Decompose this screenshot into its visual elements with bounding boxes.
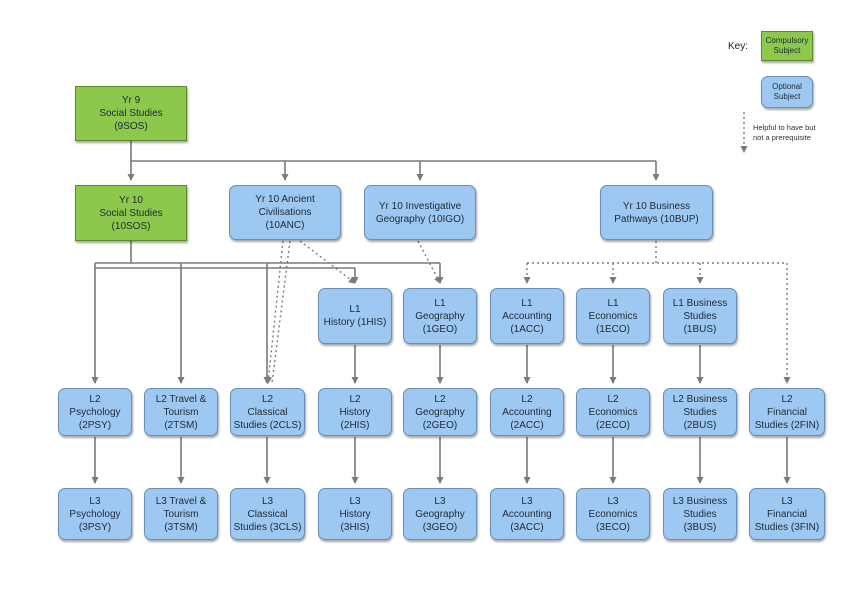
key-optional-swatch: Optional Subject <box>761 76 813 108</box>
dotted-10bup-trunk <box>527 241 787 264</box>
node-yr10-business-pathways: Yr 10 Business Pathways (10BUP) <box>600 185 713 240</box>
node-l3-financial-studies: L3 Financial Studies (3FIN) <box>749 488 825 540</box>
node-yr9-social-studies: Yr 9 Social Studies (9SOS) <box>75 86 187 141</box>
node-l2-travel-tourism: L2 Travel & Tourism (2TSM) <box>144 388 218 436</box>
node-l1-economics: L1 Economics (1ECO) <box>576 288 650 344</box>
node-l2-economics: L2 Economics (2ECO) <box>576 388 650 436</box>
node-l3-business-studies: L3 Business Studies (3BUS) <box>663 488 737 540</box>
node-l2-history: L2 History (2HIS) <box>318 388 392 436</box>
dotted-10anc-l2cls-a <box>265 240 284 384</box>
node-l2-geography: L2 Geography (2GEO) <box>403 388 477 436</box>
node-l3-travel-tourism: L3 Travel & Tourism (3TSM) <box>144 488 218 540</box>
node-l3-geography: L3 Geography (3GEO) <box>403 488 477 540</box>
node-l3-accounting: L3 Accounting (3ACC) <box>490 488 564 540</box>
dotted-10igo-l1geo <box>417 240 441 284</box>
dotted-10anc-l2cls-b <box>271 240 291 384</box>
node-l1-business-studies: L1 Business Studies (1BUS) <box>663 288 737 344</box>
node-l2-financial-studies: L2 Financial Studies (2FIN) <box>749 388 825 436</box>
node-l1-history: L1 History (1HIS) <box>318 288 392 344</box>
node-l1-geography: L1 Geography (1GEO) <box>403 288 477 344</box>
dotted-10anc-l1his <box>299 240 356 284</box>
node-yr10-social-studies: Yr 10 Social Studies (10SOS) <box>75 185 187 241</box>
node-l3-economics: L3 Economics (3ECO) <box>576 488 650 540</box>
node-l1-accounting: L1 Accounting (1ACC) <box>490 288 564 344</box>
node-l3-classical-studies: L3 Classical Studies (3CLS) <box>230 488 305 540</box>
key-compulsory-swatch: Compulsory Subject <box>761 31 813 61</box>
node-l2-classical-studies: L2 Classical Studies (2CLS) <box>230 388 305 436</box>
node-l2-psychology: L2 Psychology (2PSY) <box>58 388 132 436</box>
line-yr9-trunk <box>130 141 656 162</box>
line-10sos-bus <box>95 241 440 264</box>
key-dotted-description: Helpful to have but not a prerequisite <box>753 123 816 143</box>
node-l3-psychology: L3 Psychology (3PSY) <box>58 488 132 540</box>
node-yr10-ancient-civilisations: Yr 10 Ancient Civilisations (10ANC) <box>229 185 341 240</box>
key-label: Key: <box>728 41 749 52</box>
node-l2-accounting: L2 Accounting (2ACC) <box>490 388 564 436</box>
node-l3-history: L3 History (3HIS) <box>318 488 392 540</box>
node-l2-business-studies: L2 Business Studies (2BUS) <box>663 388 737 436</box>
node-yr10-investigative-geography: Yr 10 Investigative Geography (10IGO) <box>364 185 476 240</box>
